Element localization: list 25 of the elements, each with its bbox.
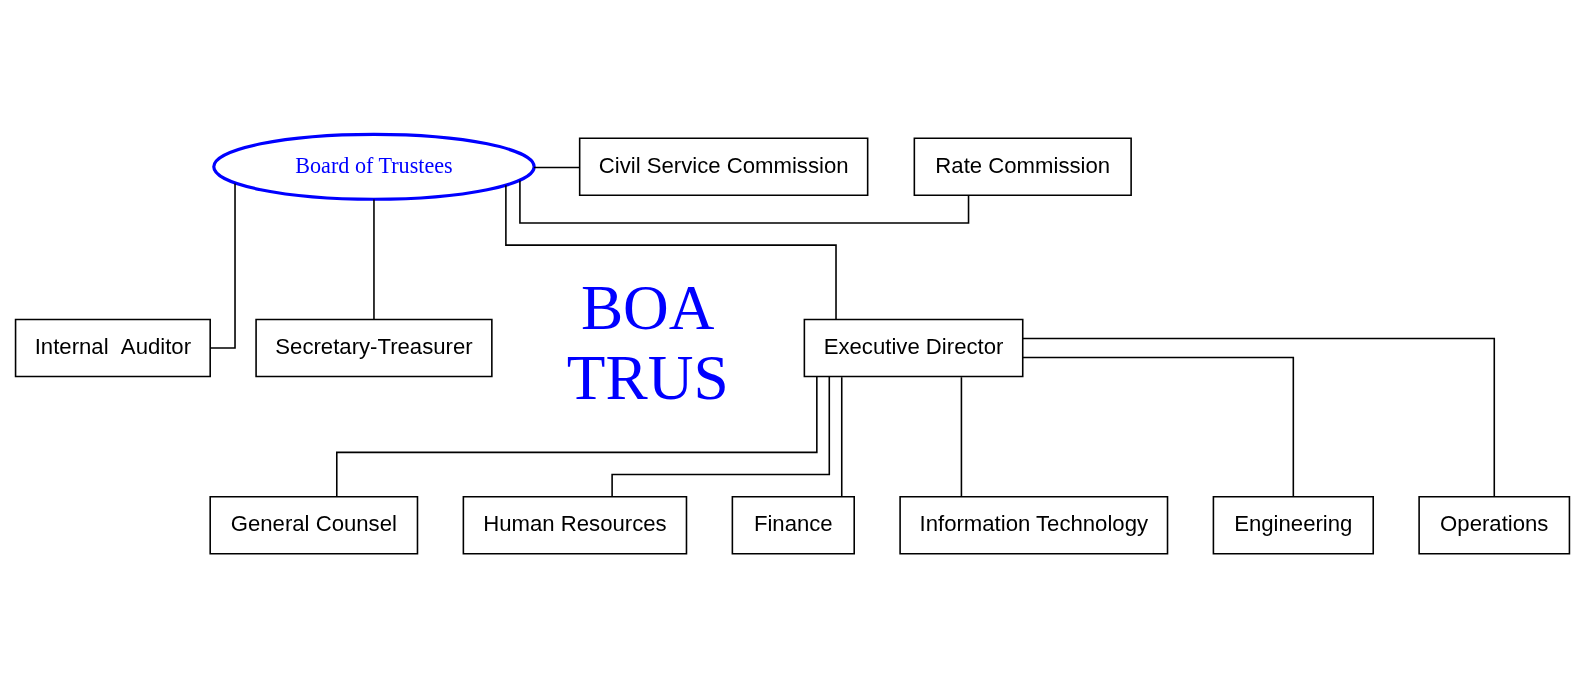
- connector: [336, 375, 818, 497]
- connector: [505, 184, 837, 320]
- node-box: General Counsel: [209, 495, 419, 554]
- connector: [533, 166, 581, 168]
- connector: [373, 198, 375, 320]
- connector: [611, 375, 831, 497]
- label: BOA: [580, 272, 715, 343]
- node-ellipse: Board of Trustees: [212, 132, 536, 201]
- connector: [519, 179, 970, 224]
- node-box: Secretary-Treasurer: [255, 318, 493, 377]
- node-box: Information Technology: [899, 495, 1169, 554]
- connector: [1022, 356, 1295, 497]
- node-box: Civil Service Commission: [578, 137, 869, 196]
- connector: [960, 375, 963, 497]
- node-box: Human Resources: [462, 495, 688, 554]
- node-box: Engineering: [1212, 495, 1374, 554]
- node-box: Operations: [1418, 495, 1571, 554]
- connector: [840, 375, 843, 497]
- node-box: Rate Commission: [913, 137, 1132, 196]
- label: TRUS: [566, 342, 729, 413]
- connector: [209, 182, 236, 349]
- node-box: Finance: [731, 495, 855, 554]
- node-box: Executive Director: [803, 318, 1024, 377]
- node-box: Internal Auditor: [14, 318, 211, 377]
- connector: [1022, 337, 1496, 497]
